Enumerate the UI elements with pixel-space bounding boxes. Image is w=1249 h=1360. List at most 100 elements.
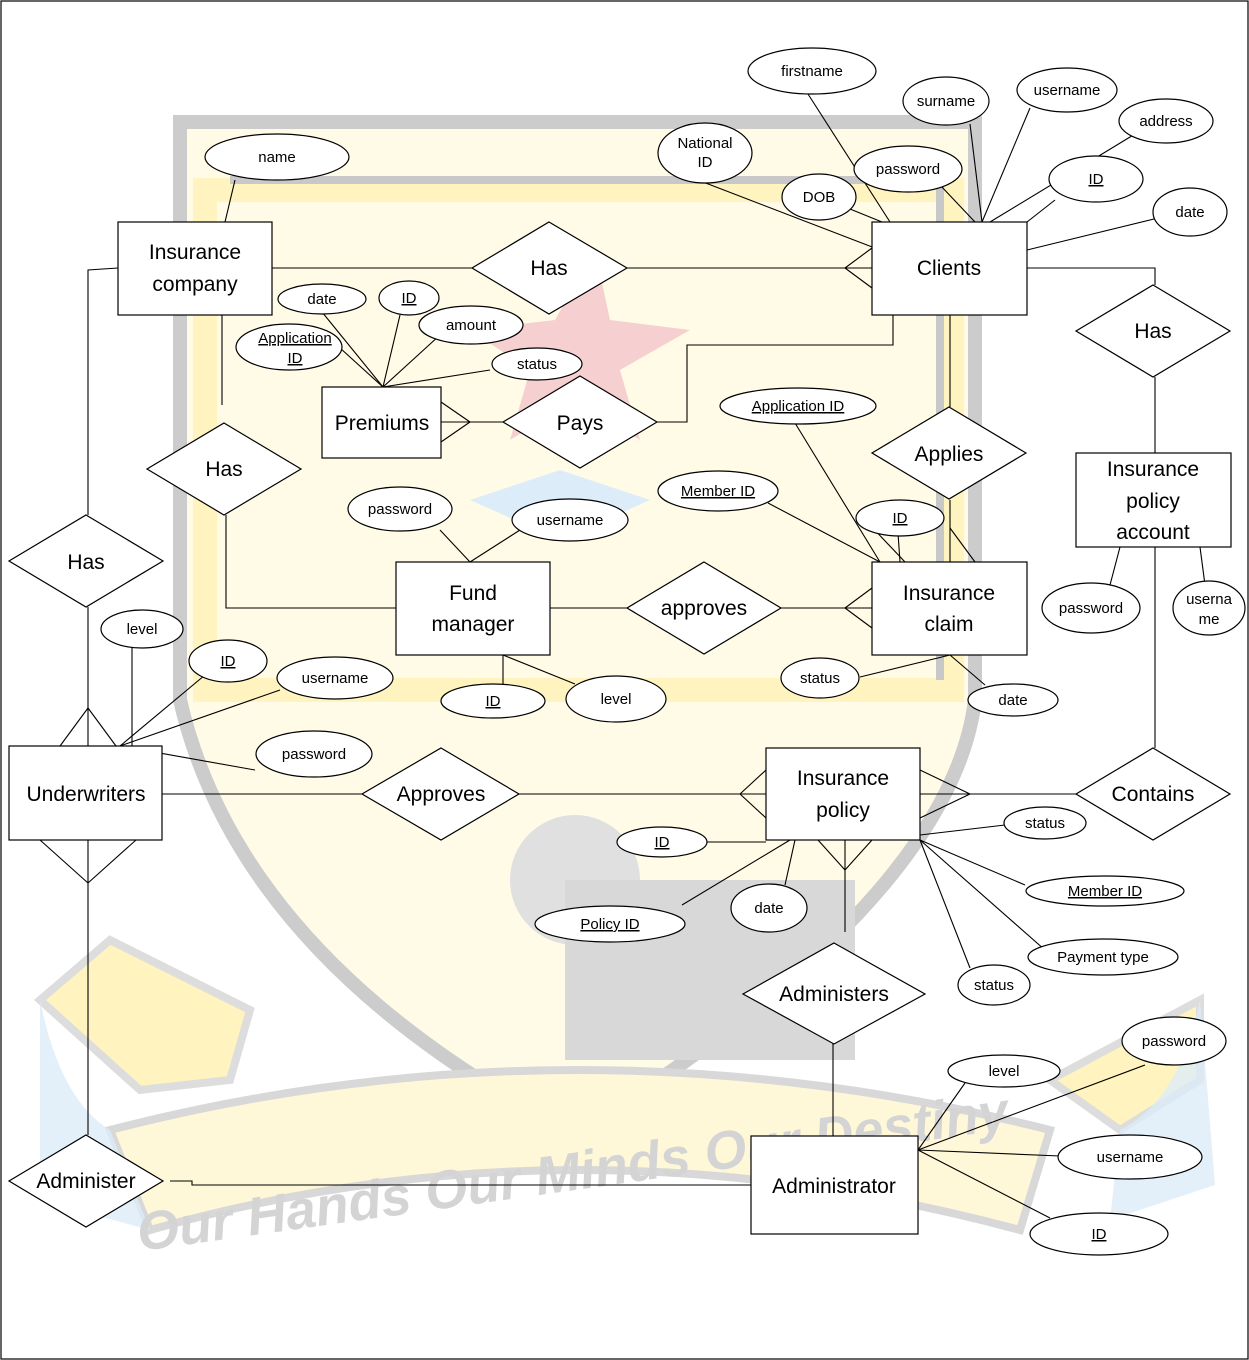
attribute-label: ID (486, 693, 501, 710)
attribute-label: surname (917, 93, 975, 110)
attribute-claim-date: date (967, 683, 1059, 717)
relationship-has-account: Has (1074, 284, 1232, 378)
attribute-label: date (1175, 204, 1204, 221)
attribute-label: password (368, 501, 432, 518)
attribute-policy-payment-type: Payment type (1027, 938, 1179, 976)
entity-underwriters: Underwriters (8, 745, 163, 841)
attribute-client-firstname: firstname (747, 47, 877, 95)
relationship-label: Administer (36, 1170, 135, 1193)
attribute-label: DOB (803, 189, 836, 206)
attribute-label: amount (446, 317, 497, 334)
attribute-premium-amount: amount (418, 305, 524, 345)
relationship-label: Has (67, 551, 104, 574)
attribute-premium-date: date (277, 283, 367, 315)
attribute-label: Member ID (1068, 883, 1142, 900)
attribute-label: date (998, 692, 1027, 709)
attribute-label: address (1139, 113, 1192, 130)
attribute-policy-status-1: status (1003, 806, 1087, 840)
attribute-uw-level: level (100, 609, 184, 649)
attribute-admin-level: level (947, 1054, 1061, 1088)
attribute-claim-application-id: Application ID (719, 387, 877, 425)
connection-lines (39, 93, 1206, 1219)
relationship-has-clients: Has (470, 221, 629, 315)
attribute-company-name: name (204, 133, 350, 181)
attribute-policy-date: date (730, 883, 808, 933)
relationship-pays: Pays (501, 375, 659, 469)
attribute-claim-member-id: Member ID (657, 470, 779, 512)
attribute-label: firstname (781, 63, 843, 80)
attribute-uw-id: ID (188, 639, 268, 683)
attribute-fund-id: ID (440, 683, 546, 719)
attribute-admin-password: password (1121, 1016, 1227, 1066)
relationship-approves-policy: Approves (360, 747, 521, 841)
attribute-account-password: password (1041, 582, 1141, 634)
entity-label: Underwriters (26, 783, 145, 806)
attribute-policy-status-2: status (957, 964, 1031, 1006)
attribute-admin-id: ID (1029, 1212, 1169, 1256)
attribute-label: username (1097, 1149, 1164, 1166)
attribute-label: level (989, 1063, 1020, 1080)
attribute-admin-username: username (1057, 1134, 1203, 1180)
entity-label: Clients (917, 257, 981, 280)
relationship-contains: Contains (1074, 747, 1232, 841)
attribute-client-date: date (1152, 187, 1228, 237)
relationship-label: Applies (915, 443, 984, 466)
attribute-label: password (1059, 600, 1123, 617)
relationship-administers: Administers (741, 942, 927, 1045)
relationship-label: Pays (557, 412, 604, 435)
relationship-administer: Administer (7, 1134, 165, 1228)
attribute-label: date (754, 900, 783, 917)
attribute-label: username (302, 670, 369, 687)
attribute-label: password (876, 161, 940, 178)
attribute-label: date (307, 291, 336, 308)
attribute-premium-id: ID (378, 280, 440, 316)
attribute-client-surname: surname (902, 76, 990, 126)
attribute-fund-level: level (565, 675, 667, 723)
attribute-claim-status: status (780, 657, 860, 699)
attribute-client-username: username (1016, 67, 1118, 113)
attribute-policy-id: ID (616, 826, 708, 858)
relationship-has-underwriters: Has (7, 514, 165, 608)
attribute-label: ID (893, 510, 908, 527)
relationship-has-fund-manager: Has (145, 422, 303, 516)
entity-label: Premiums (335, 412, 430, 435)
relationship-label: Has (205, 458, 242, 481)
attribute-label: Policy ID (580, 916, 639, 933)
relationship-label: Contains (1112, 783, 1195, 806)
relationship-label: Has (530, 257, 567, 280)
relationship-applies: Applies (870, 406, 1028, 500)
attribute-label: Application ID (752, 398, 845, 415)
attribute-claim-id: ID (855, 499, 945, 537)
attribute-label: username (1034, 82, 1101, 99)
relationship-approves-claim: approves (625, 561, 783, 655)
relationship-label: Administers (779, 983, 889, 1006)
attribute-fund-password: password (347, 486, 453, 532)
relationship-label: Has (1134, 320, 1171, 343)
attribute-client-address: address (1118, 98, 1214, 144)
entity-clients: Clients (871, 221, 1028, 316)
attribute-label: status (517, 356, 557, 373)
attribute-label: Member ID (681, 483, 755, 500)
attribute-label: password (1142, 1033, 1206, 1050)
attribute-label: password (282, 746, 346, 763)
attribute-policy-member-id: Member ID (1025, 875, 1185, 907)
attribute-label: ID (1089, 171, 1104, 188)
attribute-fund-username: username (511, 498, 629, 542)
attribute-label: level (127, 621, 158, 638)
attribute-uw-password: password (255, 730, 373, 778)
attribute-label: ID (402, 290, 417, 307)
